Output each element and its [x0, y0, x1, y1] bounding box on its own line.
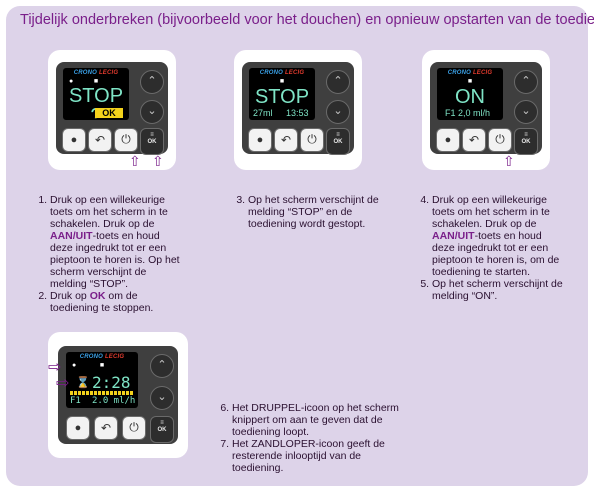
device-card-2: CRONO LECIG ■ STOP 27ml 13:53 ⌃ ⌄ ● ↶ ⏻ … — [234, 50, 362, 170]
screen-volume: 27ml — [253, 108, 273, 118]
ok-button[interactable]: ≡OK — [150, 416, 174, 443]
drop-icon: ● — [70, 134, 78, 146]
drop-icon: ● — [444, 134, 452, 146]
down-button[interactable]: ⌄ — [514, 100, 538, 124]
pump-device: CRONO LECIG ●■ STOP ? OK ⌃ ⌄ ● ↶ ⏻ ≡OK — [56, 62, 168, 155]
screen-flow: F1 2,0 ml/h — [445, 108, 491, 118]
chevron-down-icon: ⌄ — [147, 105, 157, 117]
instruction-item: Druk op OK om de toediening te stoppen. — [50, 290, 182, 314]
arrow-indicator-power: ⇧ — [503, 153, 515, 169]
arrow-pointer-drop: ⇨ — [48, 359, 62, 376]
back-button[interactable]: ↶ — [88, 128, 112, 152]
ok-button[interactable]: ≡OK — [326, 128, 350, 155]
lock-icon: ■ — [93, 78, 99, 85]
up-button[interactable]: ⌃ — [150, 354, 174, 378]
drop-button[interactable]: ● — [248, 128, 272, 152]
up-button[interactable]: ⌃ — [514, 70, 538, 94]
device-card-3: CRONO LECIG ■ ON F1 2,0 ml/h ⌃ ⌄ ● ↶ ⏻ ≡… — [422, 50, 550, 170]
arrow-pointer-hourglass: ⇨ — [56, 375, 70, 392]
screen-time: 13:53 — [286, 108, 309, 118]
device-card-1: CRONO LECIG ●■ STOP ? OK ⌃ ⌄ ● ↶ ⏻ ≡OK ⇧… — [48, 50, 176, 170]
down-button[interactable]: ⌄ — [326, 100, 350, 124]
instruction-item: Op het scherm verschijnt de melding “ON”… — [432, 278, 566, 302]
screen-flow-channel: F1 — [70, 396, 81, 406]
pump-screen: CRONO LECIG ●■ STOP ? OK — [63, 68, 129, 120]
back-button[interactable]: ↶ — [274, 128, 298, 152]
down-button[interactable]: ⌄ — [150, 386, 174, 410]
power-icon: ⏻ — [495, 132, 505, 146]
power-button[interactable]: ⏻ — [488, 128, 512, 152]
screen-ok-highlight: OK — [95, 108, 123, 118]
pump-device: CRONO LECIG ■ STOP 27ml 13:53 ⌃ ⌄ ● ↶ ⏻ … — [242, 62, 354, 155]
drop-icon: ● — [69, 78, 74, 85]
instruction-item: Op het scherm verschijnt de melding “STO… — [248, 194, 380, 230]
screen-message: STOP — [254, 86, 310, 108]
back-button[interactable]: ↶ — [462, 128, 486, 152]
chevron-down-icon: ⌄ — [157, 391, 167, 403]
instruction-item: Druk op een willekeurige toets om het sc… — [432, 194, 566, 278]
pump-screen: CRONO LECIG ● ■ ⌛ 2:28 F1 2.0 ml/h — [66, 352, 138, 408]
pump-screen: CRONO LECIG ■ STOP 27ml 13:53 — [249, 68, 315, 120]
ok-button[interactable]: ≡OK — [514, 128, 538, 155]
chevron-up-icon: ⌃ — [147, 75, 157, 87]
screen-time: 2:28 — [92, 373, 131, 392]
power-button[interactable]: ⏻ — [122, 416, 146, 440]
down-button[interactable]: ⌄ — [140, 100, 164, 124]
pump-device: CRONO LECIG ■ ON F1 2,0 ml/h ⌃ ⌄ ● ↶ ⏻ ≡… — [430, 62, 542, 155]
back-arrow-icon: ↶ — [280, 133, 292, 147]
chevron-up-icon: ⌃ — [333, 75, 343, 87]
hourglass-icon: ⌛ — [76, 377, 90, 389]
lock-icon: ■ — [279, 78, 285, 85]
chevron-up-icon: ⌃ — [157, 359, 167, 371]
back-arrow-icon: ↶ — [94, 133, 106, 147]
instruction-item: Druk op een willekeurige toets om het sc… — [50, 194, 182, 290]
instruction-item: Het DRUPPEL-icoon op het scherm knippert… — [232, 402, 414, 438]
arrow-indicator-ok: ⇧ — [152, 153, 164, 169]
step-4-instructions: Het DRUPPEL-icoon op het scherm knippert… — [214, 402, 414, 474]
chevron-down-icon: ⌄ — [333, 105, 343, 117]
progress-bar — [70, 391, 134, 395]
power-button[interactable]: ⏻ — [114, 128, 138, 152]
pump-screen: CRONO LECIG ■ ON F1 2,0 ml/h — [437, 68, 503, 120]
drop-button[interactable]: ● — [66, 416, 90, 440]
brand-label: CRONO LECIG — [447, 70, 493, 76]
lock-icon: ■ — [99, 362, 105, 369]
drop-button[interactable]: ● — [62, 128, 86, 152]
arrow-indicator-power: ⇧ — [129, 153, 141, 169]
instruction-item: Het ZANDLOPER-icoon geeft de resterende … — [232, 438, 414, 474]
chevron-up-icon: ⌃ — [521, 75, 531, 87]
pump-device: CRONO LECIG ●■ ⌛ 2:28 F1 2.0 ml/h ⌃ ⌄ ● … — [58, 346, 178, 444]
power-icon: ⏻ — [121, 132, 131, 146]
step-2-instructions: Op het scherm verschijnt de melding “STO… — [230, 194, 380, 230]
up-button[interactable]: ⌃ — [326, 70, 350, 94]
power-icon: ⏻ — [307, 132, 317, 146]
screen-flow-rate: 2.0 ml/h — [92, 396, 136, 406]
back-arrow-icon: ↶ — [468, 133, 480, 147]
up-button[interactable]: ⌃ — [140, 70, 164, 94]
page-title: Tijdelijk onderbreken (bijvoorbeeld voor… — [20, 12, 594, 28]
power-button[interactable]: ⏻ — [300, 128, 324, 152]
device-card-4: CRONO LECIG ●■ ⌛ 2:28 F1 2.0 ml/h ⌃ ⌄ ● … — [48, 332, 188, 458]
step-1-instructions: Druk op een willekeurige toets om het sc… — [32, 194, 182, 314]
chevron-down-icon: ⌄ — [521, 105, 531, 117]
brand-label: CRONO LECIG — [259, 70, 305, 76]
drop-icon: ● — [72, 362, 77, 369]
brand-label: CRONO LECIG — [79, 354, 125, 360]
power-icon: ⏻ — [129, 420, 139, 434]
lock-icon: ■ — [467, 78, 473, 85]
drop-icon: ● — [256, 134, 264, 146]
back-button[interactable]: ↶ — [94, 416, 118, 440]
drop-icon: ● — [74, 422, 82, 434]
screen-message: ON — [455, 86, 485, 108]
brand-label: CRONO LECIG — [73, 70, 119, 76]
ok-button[interactable]: ≡OK — [140, 128, 164, 155]
step-3-instructions: Druk op een willekeurige toets om het sc… — [414, 194, 566, 302]
drop-button[interactable]: ● — [436, 128, 460, 152]
back-arrow-icon: ↶ — [100, 421, 112, 435]
